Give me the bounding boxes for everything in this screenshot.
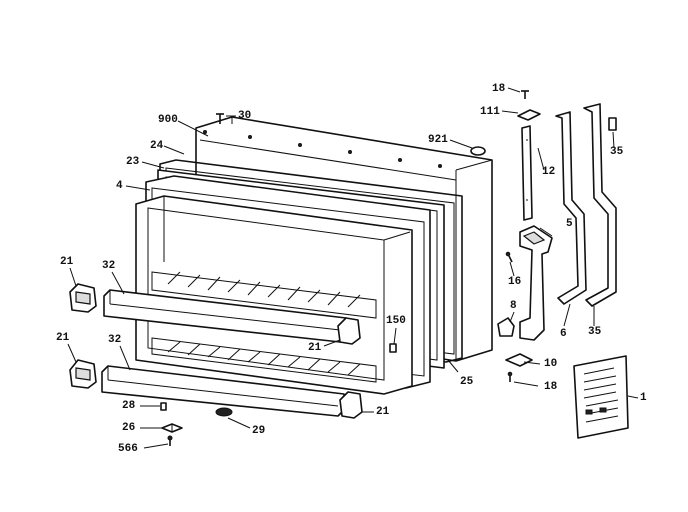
label-5: 5 bbox=[566, 218, 573, 230]
label-150: 150 bbox=[386, 315, 406, 327]
label-26: 26 bbox=[122, 422, 136, 434]
label-21-lower-left: 21 bbox=[56, 332, 70, 344]
door-handle-6 bbox=[555, 111, 587, 305]
label-28: 28 bbox=[122, 400, 136, 412]
label-4: 4 bbox=[116, 180, 123, 192]
part-26 bbox=[161, 423, 183, 433]
end-cap-21-lower-right bbox=[339, 391, 363, 419]
label-21-upper-right: 21 bbox=[308, 342, 322, 354]
screw-150 bbox=[389, 343, 397, 353]
inner-door-liner bbox=[135, 195, 413, 395]
hinge-10 bbox=[505, 353, 533, 367]
screw-18-bottom bbox=[507, 371, 513, 382]
part-35-small bbox=[608, 117, 617, 131]
door-handle-35 bbox=[583, 103, 617, 307]
label-6: 6 bbox=[560, 328, 567, 340]
cam-8 bbox=[497, 317, 515, 337]
end-cap-21-upper-left bbox=[69, 283, 97, 313]
label-18-bottom: 18 bbox=[544, 381, 558, 393]
handle-bar-12 bbox=[521, 125, 533, 221]
screw-16 bbox=[505, 251, 513, 263]
label-1: 1 bbox=[640, 392, 647, 404]
label-32-lower: 32 bbox=[108, 334, 122, 346]
part-28 bbox=[160, 402, 167, 411]
label-24: 24 bbox=[150, 140, 164, 152]
screw-30 bbox=[216, 113, 224, 124]
end-cap-21-lower-left bbox=[69, 359, 97, 389]
label-566: 566 bbox=[118, 443, 138, 455]
end-cap-21-upper-right bbox=[337, 317, 361, 345]
label-16: 16 bbox=[508, 276, 522, 288]
label-35-top: 35 bbox=[610, 146, 624, 158]
hinge-cover-111 bbox=[517, 109, 541, 121]
label-8: 8 bbox=[510, 300, 517, 312]
label-21-lower-right: 21 bbox=[376, 406, 390, 418]
plug-921 bbox=[470, 146, 486, 156]
label-921: 921 bbox=[428, 134, 448, 146]
part-29 bbox=[215, 407, 233, 417]
label-32-upper: 32 bbox=[102, 260, 116, 272]
label-23: 23 bbox=[126, 156, 140, 168]
label-30: 30 bbox=[238, 110, 252, 122]
label-21-upper-left: 21 bbox=[60, 256, 74, 268]
label-25: 25 bbox=[460, 376, 474, 388]
leader-lines bbox=[67, 87, 639, 449]
instruction-card-1 bbox=[573, 355, 629, 439]
label-900: 900 bbox=[158, 114, 178, 126]
label-10: 10 bbox=[544, 358, 558, 370]
screw-566 bbox=[167, 435, 173, 446]
label-29: 29 bbox=[252, 425, 266, 437]
label-111: 111 bbox=[480, 106, 500, 118]
label-18-top: 18 bbox=[492, 83, 506, 95]
hinge-bracket-5 bbox=[519, 225, 553, 341]
label-12: 12 bbox=[542, 166, 556, 178]
screw-18-top bbox=[521, 90, 529, 99]
label-35-bottom: 35 bbox=[588, 326, 602, 338]
